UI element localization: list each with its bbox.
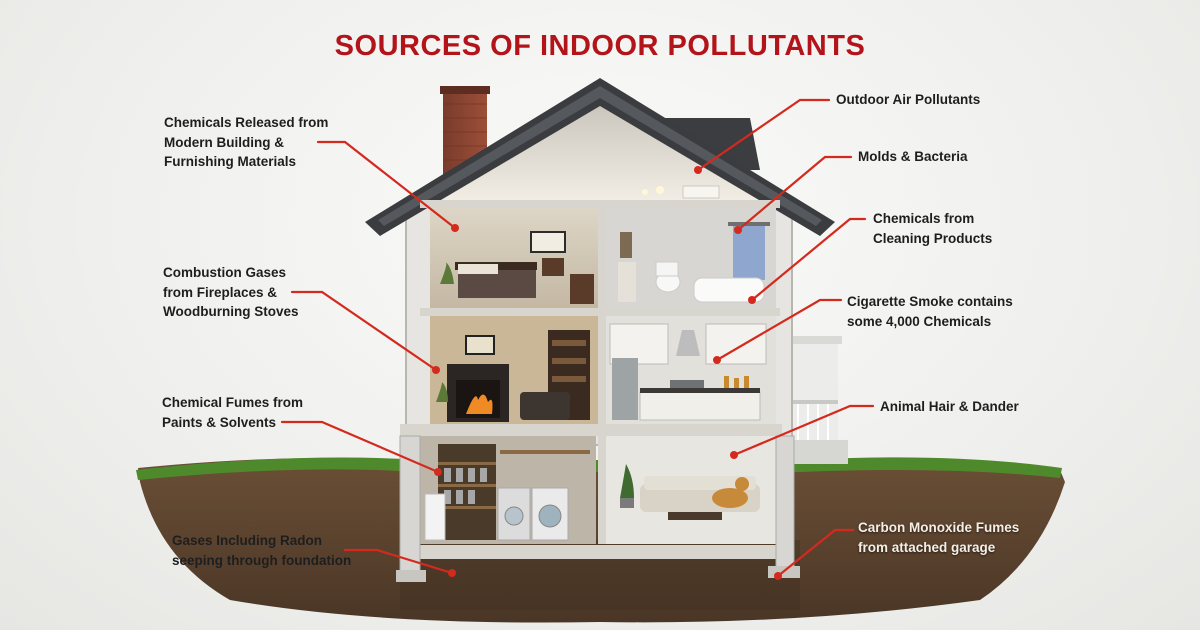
basement-storage xyxy=(424,444,590,541)
leader-cigarette xyxy=(715,298,843,362)
label-animal: Animal Hair & Dander xyxy=(880,399,1019,414)
bedroom-furniture xyxy=(440,231,594,304)
leader-carbon-monoxide xyxy=(776,528,855,578)
kitchen xyxy=(609,323,767,421)
label-carbon-monoxide: Carbon Monoxide Fumes from attached gara… xyxy=(858,520,1020,555)
leader-molds xyxy=(736,155,853,232)
label-radon: Gases Including Radon seeping through fo… xyxy=(172,533,352,568)
basement-family-room xyxy=(620,464,760,520)
leader-combustion xyxy=(290,290,438,372)
leader-endpoints xyxy=(432,166,782,580)
attic xyxy=(414,100,786,205)
attic-lamp xyxy=(642,185,720,199)
leader-outdoor-air xyxy=(696,98,831,172)
page-title: SOURCES OF INDOOR POLLUTANTS xyxy=(334,30,866,62)
leader-lines xyxy=(280,98,875,578)
leader-paints xyxy=(280,420,440,474)
label-cleaning: Chemicals from Cleaning Products xyxy=(873,211,993,246)
bathroom-fixtures xyxy=(618,222,770,303)
leader-cleaning xyxy=(750,217,867,302)
label-combustion: Combustion Gases from Fireplaces & Woodb… xyxy=(163,265,299,319)
porch xyxy=(786,336,848,464)
leader-building-materials xyxy=(316,140,457,230)
leader-radon xyxy=(343,548,454,575)
living-room-fireplace xyxy=(436,330,590,422)
label-molds: Molds & Bacteria xyxy=(858,149,968,164)
label-paints: Chemical Fumes from Paints & Solvents xyxy=(162,395,304,430)
label-building-materials: Chemicals Released from Modern Building … xyxy=(164,115,329,169)
leader-animal xyxy=(732,404,875,457)
label-outdoor-air: Outdoor Air Pollutants xyxy=(836,92,981,107)
foundation xyxy=(396,435,800,582)
label-cigarette: Cigarette Smoke contains some 4,000 Chem… xyxy=(847,294,1013,329)
